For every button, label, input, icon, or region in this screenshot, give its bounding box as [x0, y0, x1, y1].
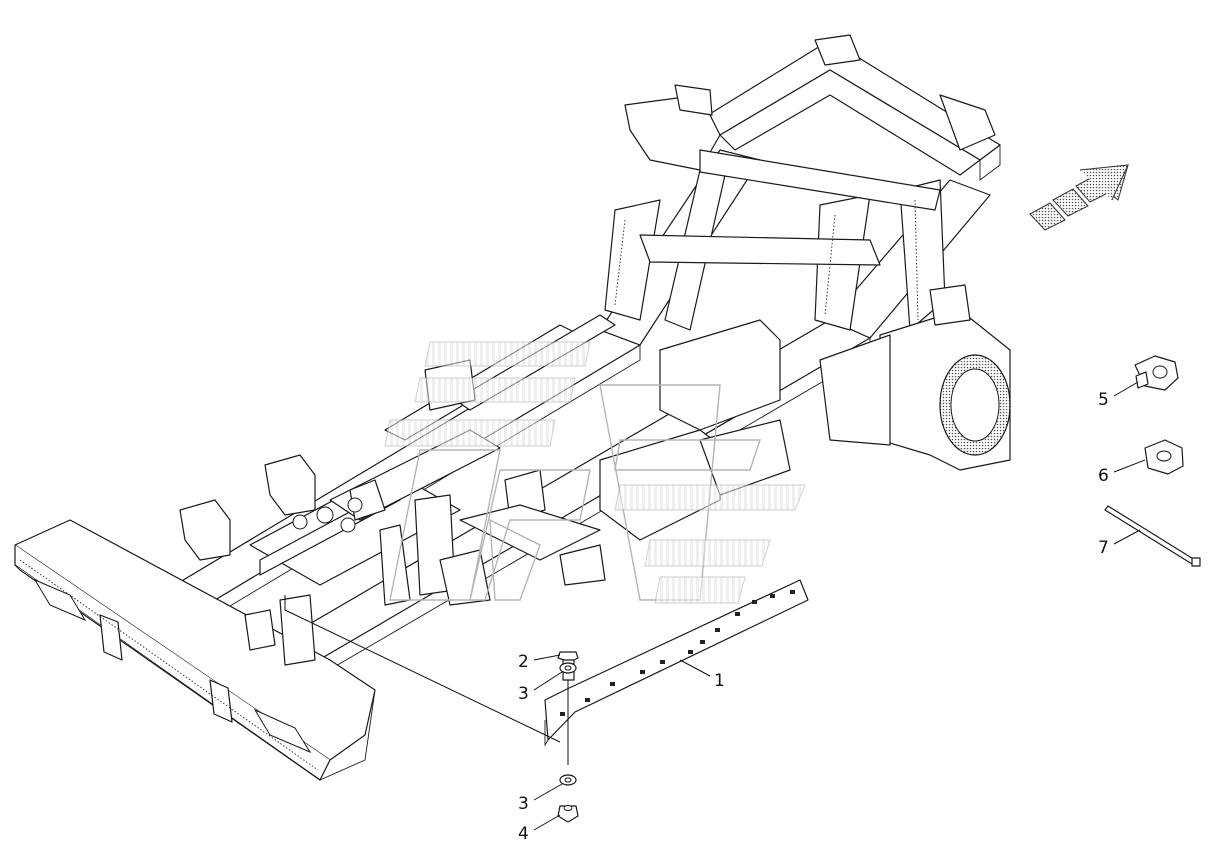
part-7-cable-tie	[1104, 505, 1201, 567]
callout-label-6: 6	[1098, 466, 1109, 486]
callouts: 1 2 3 3 4 5 6 7	[518, 381, 1146, 844]
callout-label-3-lower: 3	[518, 794, 529, 814]
part-1-guard-plate	[284, 579, 809, 765]
part-3-washer-lower	[559, 774, 577, 786]
callout-label-2: 2	[518, 652, 529, 672]
callout-label-7: 7	[1098, 538, 1109, 558]
callout-label-4: 4	[518, 824, 529, 844]
part-3-washer-upper	[559, 662, 577, 674]
watermark-logo	[384, 341, 806, 604]
part-4-nut	[557, 805, 579, 823]
callout-label-1: 1	[714, 671, 725, 691]
part-6-clamp	[1144, 439, 1184, 475]
part-5-clamp	[1134, 355, 1179, 391]
callout-label-3-upper: 3	[518, 684, 529, 704]
direction-arrow-icon	[1029, 164, 1129, 231]
callout-label-5: 5	[1098, 390, 1109, 410]
chassis-frame	[14, 34, 1011, 781]
